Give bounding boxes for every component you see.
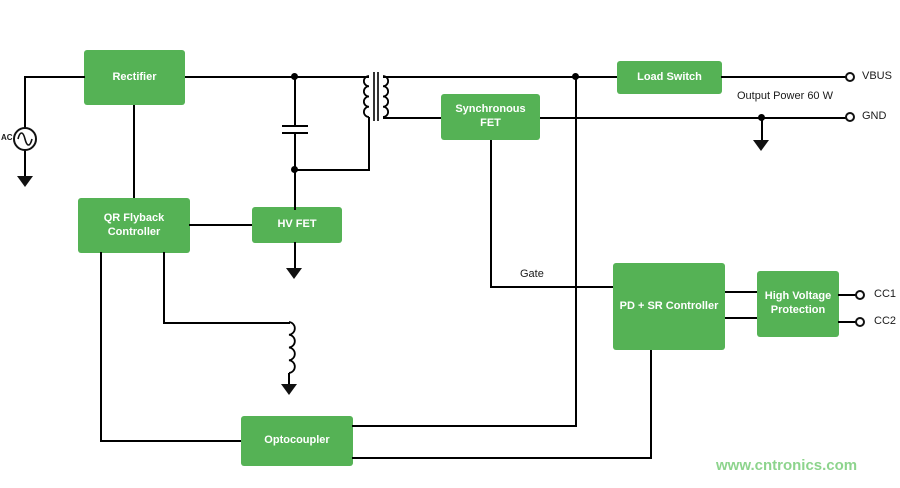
ground-icon [286,268,302,279]
wire-segment [761,117,763,140]
block-hv-fet: HV FET [252,207,342,243]
wire-segment [100,440,241,442]
block-load-switch-label: Load Switch [637,70,702,83]
wire-segment [368,117,370,171]
wire-segment [650,350,652,459]
ground-icon [17,176,33,187]
wire-segment [383,117,441,119]
wire-segment [185,76,369,78]
block-load-switch: Load Switch [617,61,722,94]
block-optocoupler-label: Optocoupler [264,434,330,447]
block-rectifier: Rectifier [84,50,185,105]
output-power-label: Output Power 60 W [737,90,833,102]
wire-segment [575,76,577,427]
junction-dot [291,166,298,173]
wire-segment [721,76,847,78]
wire-segment [24,76,26,128]
inductor-icon [288,321,296,374]
wire-segment [725,291,757,293]
block-pd-sr-controller-label: PD + SR Controller [619,299,719,312]
wire-segment [24,149,26,176]
wire-segment [163,322,290,324]
block-high-voltage-protection-label: High Voltage Protection [764,290,832,316]
wire-segment [24,76,85,78]
ac-source-icon [13,127,37,151]
block-optocoupler: Optocoupler [241,416,353,466]
ac-label: AC [1,133,13,142]
wire-segment [294,169,370,171]
gnd-label: GND [862,110,887,122]
transformer-icon [363,72,389,121]
wire-segment [725,317,757,319]
block-high-voltage-protection: High Voltage Protection [757,271,839,337]
block-qr-flyback-controller-label: QR Flyback Controller [103,211,165,238]
block-hv-fet-label: HV FET [277,218,317,231]
terminal-gnd [845,112,855,122]
junction-dot [572,73,579,80]
wire-segment [383,76,617,78]
wire-segment [163,252,165,324]
wire-segment [838,294,857,296]
vbus-label: VBUS [862,70,892,82]
watermark-text: www.cntronics.com [716,457,858,474]
block-synchronous-fet-label: Synchronous FET [455,103,526,129]
block-synchronous-fet: Synchronous FET [441,94,540,140]
ground-icon [753,140,769,151]
capacitor-icon [282,125,308,127]
cc2-label: CC2 [874,315,897,327]
ground-icon [281,384,297,395]
terminal-cc1 [855,290,865,300]
block-rectifier-label: Rectifier [112,70,157,83]
junction-dot [758,114,765,121]
wire-segment [189,224,252,226]
wire-segment [352,457,652,459]
wire-segment [294,134,296,171]
capacitor-icon [282,132,308,134]
wire-segment [288,373,290,384]
block-qr-flyback-controller: QR Flyback Controller [78,198,190,253]
wire-segment [540,117,847,119]
block-pd-sr-controller: PD + SR Controller [613,263,725,350]
wire-segment [133,105,135,198]
wire-segment [352,425,577,427]
gate-label: Gate [520,268,544,280]
wire-segment [294,242,296,268]
wire-segment [490,286,613,288]
terminal-cc2 [855,317,865,327]
wire-segment [294,76,296,127]
terminal-vbus [845,72,855,82]
wire-segment [838,321,857,323]
wire-segment [100,252,102,442]
wire-segment [490,140,492,288]
cc1-label: CC1 [874,288,897,300]
junction-dot [291,73,298,80]
wire-segment [294,169,296,210]
